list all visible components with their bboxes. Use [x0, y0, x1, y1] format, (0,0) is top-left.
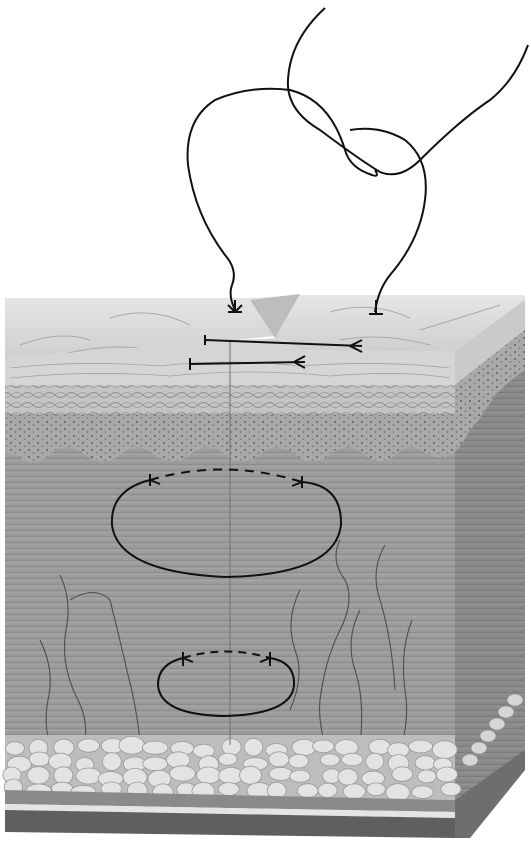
fat-lobule	[78, 739, 100, 752]
fat-lobule	[218, 753, 237, 765]
fat-lobule	[367, 783, 386, 796]
fat-lobule	[197, 767, 221, 784]
fat-lobule	[142, 741, 168, 754]
fat-lobule	[507, 694, 523, 706]
fat-lobule	[480, 730, 496, 742]
fat-lobule	[313, 740, 335, 753]
skin-surface	[5, 294, 525, 385]
fat-lobule	[392, 767, 413, 782]
fat-lobule	[366, 753, 384, 770]
fat-lobule	[415, 756, 435, 770]
fat-lobule	[320, 754, 339, 766]
fat-lobule	[290, 770, 311, 782]
suture-thread-right	[350, 129, 426, 312]
fat-lobule	[436, 767, 457, 782]
fat-lobule	[289, 754, 309, 768]
fat-lobule	[489, 718, 505, 730]
fat-lobule	[471, 742, 487, 754]
fat-lobule	[441, 782, 461, 795]
suture-thread	[188, 8, 528, 312]
fat-lobule	[412, 786, 434, 799]
fat-lobule	[103, 753, 122, 771]
fat-lobule	[27, 767, 49, 784]
fat-lobule	[342, 753, 363, 766]
fat-lobule	[269, 767, 292, 780]
fat-lobule	[338, 769, 358, 785]
fat-lobule	[369, 739, 391, 754]
fat-lobule	[54, 767, 73, 784]
fat-lobule	[318, 783, 337, 797]
fat-lobule	[269, 752, 289, 767]
fat-lobule	[170, 766, 196, 781]
fat-lobule	[297, 784, 318, 798]
fat-lobule	[240, 766, 262, 784]
suture-thread-loop	[288, 8, 528, 174]
fat-lobule	[244, 738, 263, 756]
fat-lobule	[143, 757, 168, 771]
fat-lobule	[166, 752, 190, 768]
fat-lobule	[462, 754, 478, 766]
fat-lobule	[418, 770, 437, 783]
fat-lobule	[219, 783, 240, 796]
fat-lobule	[222, 739, 241, 756]
fat-lobule	[498, 706, 514, 718]
fat-lobule	[29, 752, 50, 766]
fat-lobule	[432, 741, 457, 759]
fat-lobule	[5, 742, 24, 755]
fat-lobule	[343, 784, 365, 799]
fat-lobule	[76, 768, 101, 784]
fat-lobule	[409, 740, 433, 753]
suture-thread-left	[188, 89, 377, 310]
fat-lobule	[119, 736, 145, 754]
